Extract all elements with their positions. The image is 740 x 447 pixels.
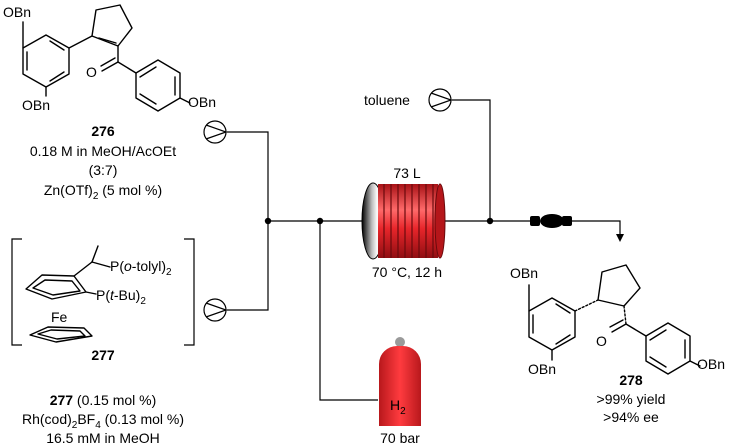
compound-276-conc: 0.18 M in MeOH/AcOEt xyxy=(30,143,176,159)
compound-276-number: 276 xyxy=(91,123,115,139)
product-carbonyl-o: O xyxy=(596,333,607,349)
product-yield: >99% yield xyxy=(597,391,666,407)
toluene-label: toluene xyxy=(364,92,410,108)
junction-dot xyxy=(264,217,272,225)
flow-lines xyxy=(227,99,624,401)
obn-label-top: OBn xyxy=(3,4,31,20)
reactor-volume: 73 L xyxy=(393,165,420,181)
hydrogen-cylinder xyxy=(379,337,421,426)
h2-pressure: 70 bar xyxy=(380,430,420,446)
iron-label: Fe xyxy=(51,309,68,325)
product-obn-top: OBn xyxy=(510,265,538,281)
catalyst-loading: 277 (0.15 mol %) xyxy=(50,392,157,408)
ligand-277-structure: Fe xyxy=(25,245,111,343)
product-obn-para: OBn xyxy=(697,356,725,372)
product-278-number: 278 xyxy=(619,372,643,388)
pump-276 xyxy=(203,120,228,144)
product-278-structure xyxy=(528,264,701,375)
coil-reactor xyxy=(361,182,446,260)
obn-label-para: OBn xyxy=(188,94,216,110)
rh-precursor: Rh(cod)2BF4 (0.13 mol %) xyxy=(22,411,184,431)
product-obn-bottom: OBn xyxy=(528,361,556,377)
ligand-277-bracket xyxy=(11,238,195,346)
ligand-277-number: 277 xyxy=(91,347,115,363)
ligand-p-otolyl: P(o-tolyl)2 xyxy=(110,258,172,278)
obn-label-bottom: OBn xyxy=(22,97,50,113)
carbonyl-o-label: O xyxy=(86,64,97,80)
compound-276-ratio: (3:7) xyxy=(89,162,118,178)
pump-toluene xyxy=(428,88,453,112)
junction-dot xyxy=(316,217,324,225)
junction-dot xyxy=(486,217,494,225)
back-pressure-regulator xyxy=(530,214,572,228)
catalyst-concentration: 16.5 mM in MeOH xyxy=(46,430,160,446)
reactor-conditions: 70 °C, 12 h xyxy=(372,264,442,280)
ligand-p-tbu: P(t-Bu)2 xyxy=(96,287,146,307)
h2-label: H2 xyxy=(390,397,406,417)
compound-276-additive: Zn(OTf)2 (5 mol %) xyxy=(44,182,162,202)
compound-276-structure xyxy=(22,4,191,112)
pump-catalyst xyxy=(203,298,228,322)
product-ee: >94% ee xyxy=(603,409,659,425)
